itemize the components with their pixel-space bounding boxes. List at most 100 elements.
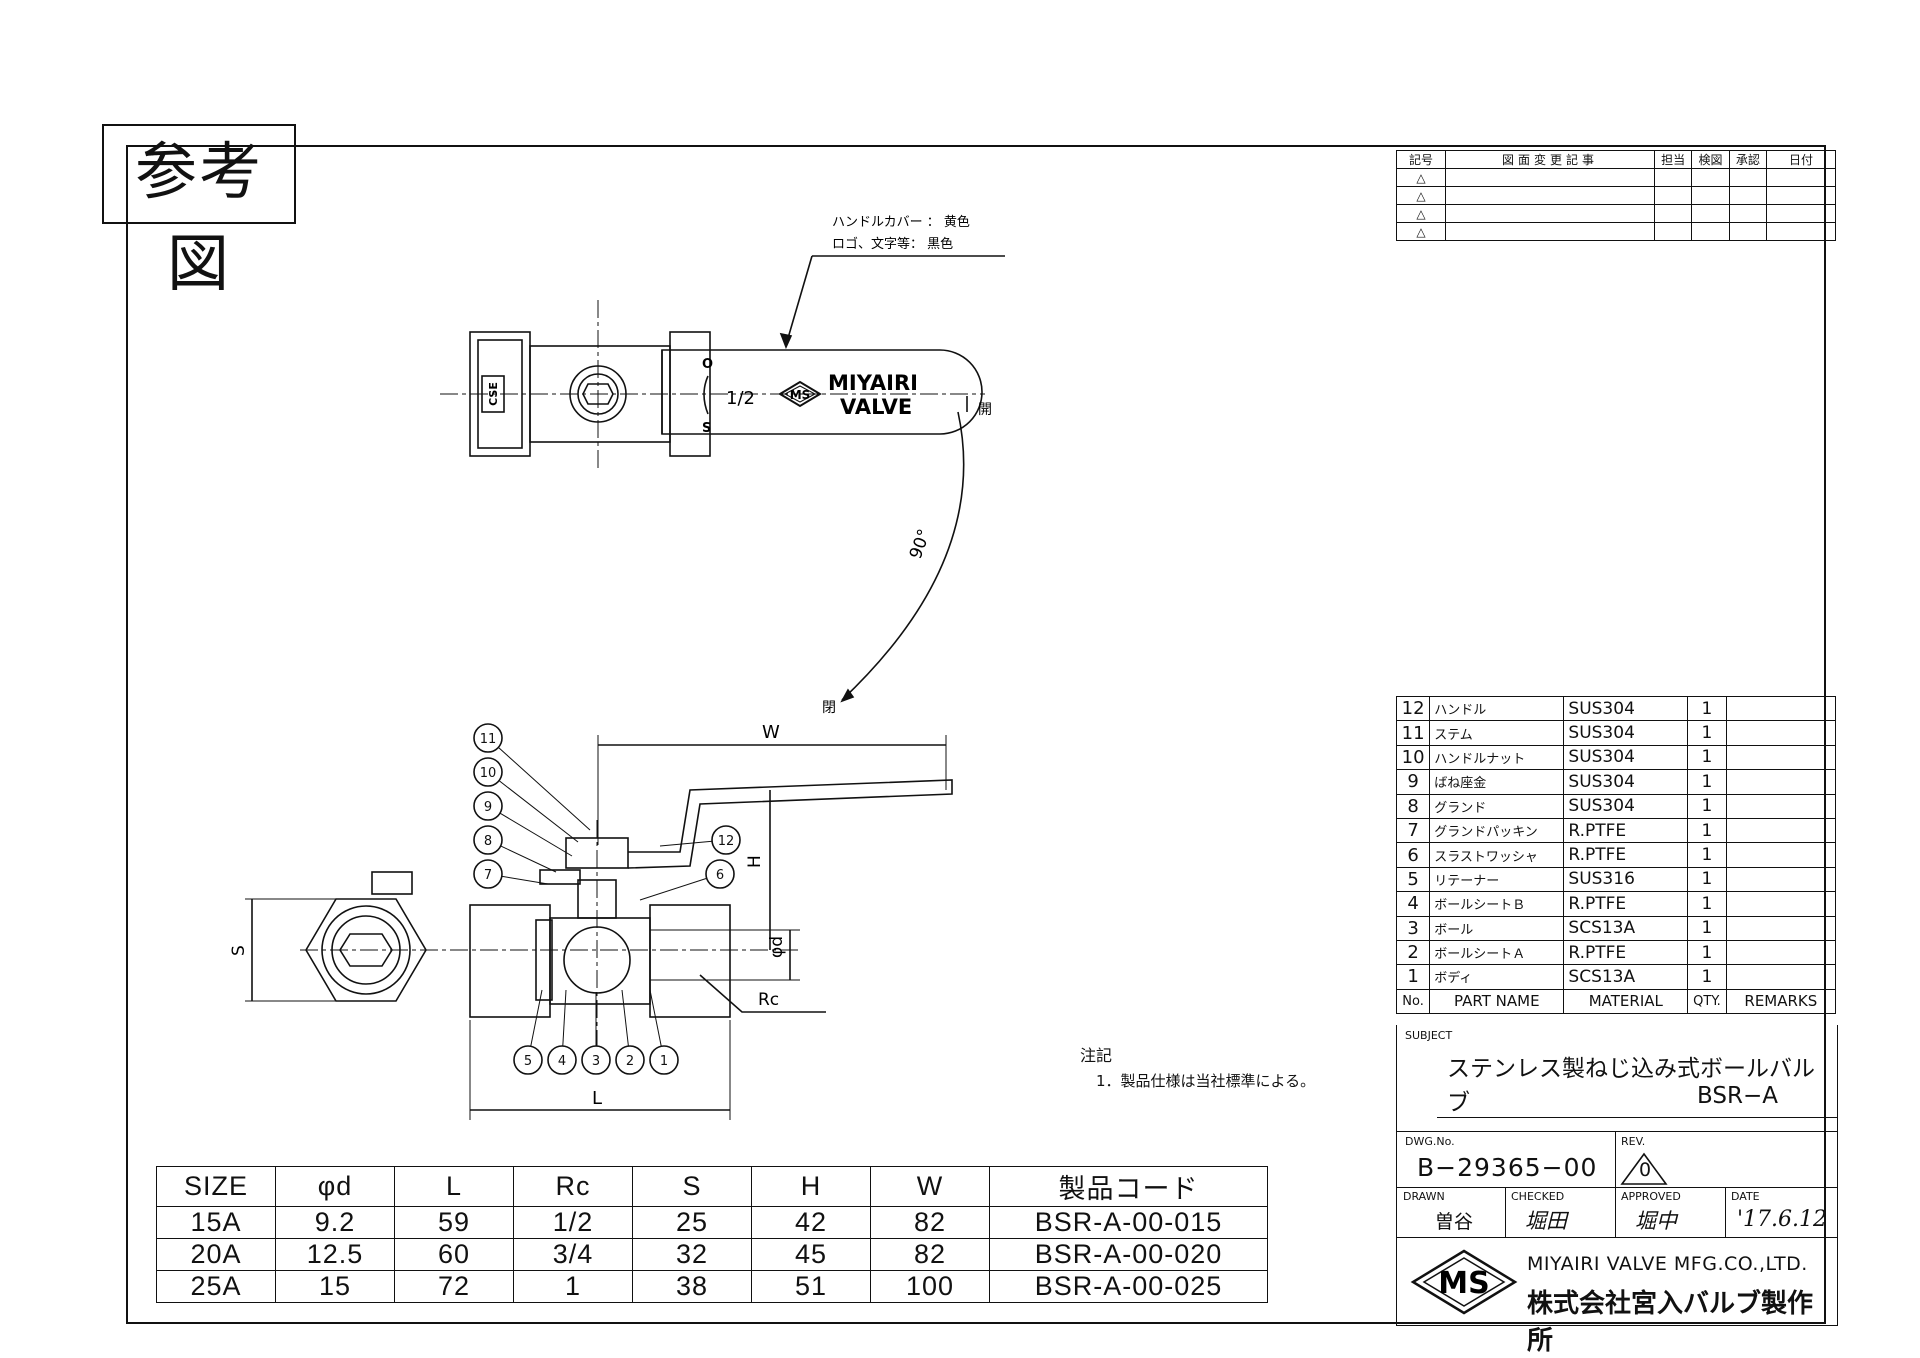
- top-stem-hex: [582, 383, 614, 405]
- balloon-circle: [705, 859, 735, 889]
- balloon-circle: [473, 757, 503, 787]
- title-divider: [1397, 1237, 1837, 1238]
- balloon-number: 4: [558, 1054, 566, 1069]
- part-name: リテーナー: [1429, 866, 1565, 893]
- dwg-no: B−29365−00: [1417, 1153, 1598, 1182]
- balloon-circle: [581, 1045, 611, 1075]
- size-cell: 72: [394, 1270, 514, 1303]
- closed-label: 閉: [822, 700, 836, 716]
- part-name: ばね座金: [1429, 769, 1565, 795]
- side-hex-socket: [339, 933, 393, 967]
- handle-size-mark: 1/2: [726, 388, 755, 409]
- part-name: ボールシートＡ: [1429, 939, 1565, 966]
- balloon-circle: [473, 791, 503, 821]
- checked-name: 堀田: [1525, 1209, 1567, 1233]
- rev-triangle-icon: [1620, 1152, 1668, 1185]
- top-open-shut-arrow: [703, 375, 709, 415]
- size-col-s: S: [632, 1166, 752, 1207]
- size-cell: BSR-A-00-025: [989, 1270, 1268, 1303]
- size-col-rc: Rc: [513, 1166, 633, 1207]
- balloon-leader: [487, 805, 573, 857]
- reference-drawing-stamp: 参考図: [102, 124, 296, 300]
- top-body-mark-box: [481, 375, 505, 413]
- size-cell: BSR-A-00-020: [989, 1238, 1268, 1271]
- title-divider: [1397, 1187, 1837, 1188]
- handle-brand-line-2: VALVE: [840, 395, 912, 419]
- balloon-circle: [513, 1045, 543, 1075]
- h-label: H: [745, 855, 765, 868]
- rotation-arc: [841, 411, 965, 701]
- part-material: SUS304: [1563, 720, 1689, 746]
- part-no: 1: [1395, 964, 1431, 990]
- rev-col-approve: 承認: [1728, 150, 1768, 169]
- size-cell: BSR-A-00-015: [989, 1206, 1268, 1239]
- sign-divider: [1615, 1187, 1616, 1237]
- part-qty: 1: [1687, 939, 1727, 966]
- size-cell: 3/4: [513, 1238, 633, 1271]
- part-qty: 1: [1687, 744, 1727, 771]
- rc-label: Rc: [758, 990, 779, 1010]
- revision-table: 記号 図面変更記事 担当 検図 承認 日付 △ △ △ △: [1396, 150, 1836, 241]
- balloon-number: 11: [480, 732, 497, 747]
- size-row: 20A 12.5 60 3/4 32 45 82 BSR-A-00-020: [156, 1238, 1268, 1271]
- checked-label: CHECKED: [1511, 1190, 1565, 1203]
- handle-open-mark: O: [702, 357, 713, 372]
- size-cell: 60: [394, 1238, 514, 1271]
- subject-title: ステンレス製ねじ込み式ボールバルブ: [1437, 1049, 1837, 1118]
- rev-label: REV.: [1621, 1135, 1646, 1148]
- model-name: BSR−A: [1697, 1083, 1778, 1109]
- callout-line-2: ロゴ、文字等： 黒色: [832, 236, 953, 252]
- balloon-circle: [547, 1045, 577, 1075]
- handle-logo-text: MS: [790, 388, 811, 402]
- revision-row: △: [1396, 186, 1836, 205]
- top-body-left-inner: [477, 339, 523, 449]
- approved-name: 堀中: [1635, 1209, 1677, 1233]
- size-row: 15A 9.2 59 1/2 25 42 82 BSR-A-00-015: [156, 1206, 1268, 1239]
- top-handle-logo: [778, 380, 822, 408]
- balloon-number: 6: [716, 868, 724, 883]
- size-header-row: SIZE φd L Rc S H W 製品コード: [156, 1166, 1268, 1207]
- balloon-circle: [649, 1045, 679, 1075]
- l-label: L: [592, 1088, 602, 1109]
- balloon-number: 12: [718, 834, 735, 849]
- balloon-circle: [473, 859, 503, 889]
- part-no: 6: [1395, 842, 1431, 868]
- size-cell: 38: [632, 1270, 752, 1303]
- callout-leader: [785, 255, 813, 346]
- part-qty: 1: [1687, 891, 1727, 917]
- rev-value: 0: [1638, 1159, 1652, 1181]
- part-material: SCS13A: [1563, 915, 1689, 941]
- front-retainer: [535, 919, 553, 1001]
- parts-header-no: No.: [1395, 988, 1431, 1015]
- rev-col-check: 検図: [1691, 150, 1730, 169]
- parts-header-remarks: REMARKS: [1725, 988, 1837, 1015]
- size-cell: 12.5: [275, 1238, 395, 1271]
- balloon-number: 10: [480, 766, 497, 781]
- top-stem-nut: [569, 365, 627, 423]
- date-value: '17.6.12: [1737, 1207, 1828, 1232]
- balloon-number: 3: [592, 1054, 600, 1069]
- callout-arrow: [779, 332, 793, 350]
- part-qty: 1: [1687, 866, 1727, 893]
- front-body-right: [649, 904, 731, 1018]
- handle-brand-line-1: MIYAIRI: [828, 371, 918, 395]
- rev-col-mark: 記号: [1396, 150, 1446, 169]
- part-no: 2: [1395, 939, 1431, 966]
- part-remarks: [1725, 915, 1837, 941]
- balloon-number: 9: [484, 800, 492, 815]
- size-cell: 9.2: [275, 1206, 395, 1239]
- top-body-right: [669, 331, 711, 457]
- company-name-jp: 株式会社宮入バルブ製作所: [1527, 1289, 1814, 1356]
- rc-leader: [699, 974, 826, 1013]
- revision-header-row: 記号 図面変更記事 担当 検図 承認 日付: [1396, 150, 1836, 169]
- front-gland: [539, 869, 581, 885]
- part-qty: 1: [1687, 769, 1727, 795]
- balloon-circle: [473, 723, 503, 753]
- size-cell: 59: [394, 1206, 514, 1239]
